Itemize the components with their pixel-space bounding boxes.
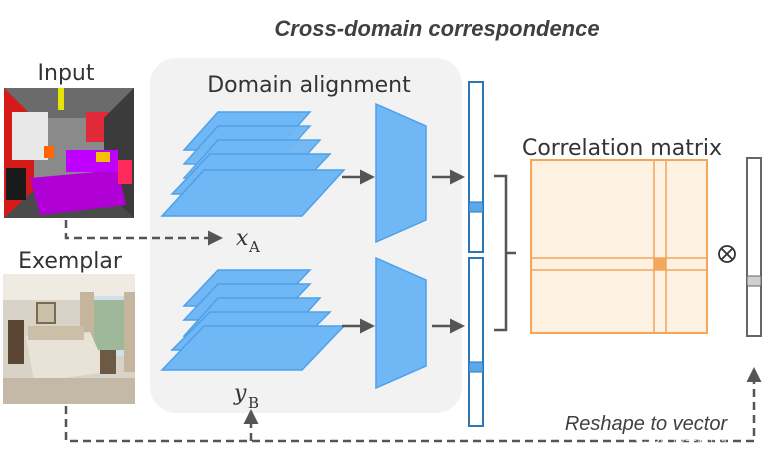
feature-vector-top-highlight bbox=[468, 201, 484, 213]
merge-bracket bbox=[494, 174, 516, 332]
output-vector-highlight bbox=[746, 275, 762, 287]
top-feature-stack bbox=[160, 111, 346, 217]
correlation-matrix bbox=[530, 159, 708, 334]
watermark-text: CSDN @学霸视界 bbox=[635, 431, 733, 446]
svg-text:A: A bbox=[248, 238, 260, 256]
svg-text:x: x bbox=[236, 226, 249, 251]
input-image bbox=[4, 88, 134, 218]
exemplar-label: Exemplar bbox=[18, 249, 123, 274]
dashed-arrow-input-to-xa bbox=[64, 220, 223, 246]
otimes-symbol bbox=[718, 245, 736, 263]
bottom-feature-stack bbox=[160, 269, 346, 371]
xa-label: x A bbox=[236, 226, 260, 256]
encoder-top bbox=[375, 102, 427, 244]
feature-vector-top bbox=[468, 81, 484, 253]
output-vector bbox=[746, 157, 762, 337]
svg-text:B: B bbox=[248, 394, 259, 412]
svg-text:y: y bbox=[233, 381, 247, 406]
dashed-path-exemplar-bottom bbox=[64, 367, 762, 443]
exemplar-image bbox=[3, 274, 135, 404]
domain-alignment-label: Domain alignment bbox=[207, 73, 411, 98]
yb-label: y B bbox=[233, 381, 259, 412]
reshape-label: Reshape to vector bbox=[565, 413, 729, 435]
encoder-bottom bbox=[375, 256, 427, 390]
feature-vector-bottom bbox=[468, 257, 484, 427]
correlation-matrix-label: Correlation matrix bbox=[522, 136, 722, 161]
feature-vector-bottom-highlight bbox=[468, 361, 484, 373]
diagram-title: Cross-domain correspondence bbox=[274, 16, 599, 41]
input-label: Input bbox=[38, 61, 95, 86]
